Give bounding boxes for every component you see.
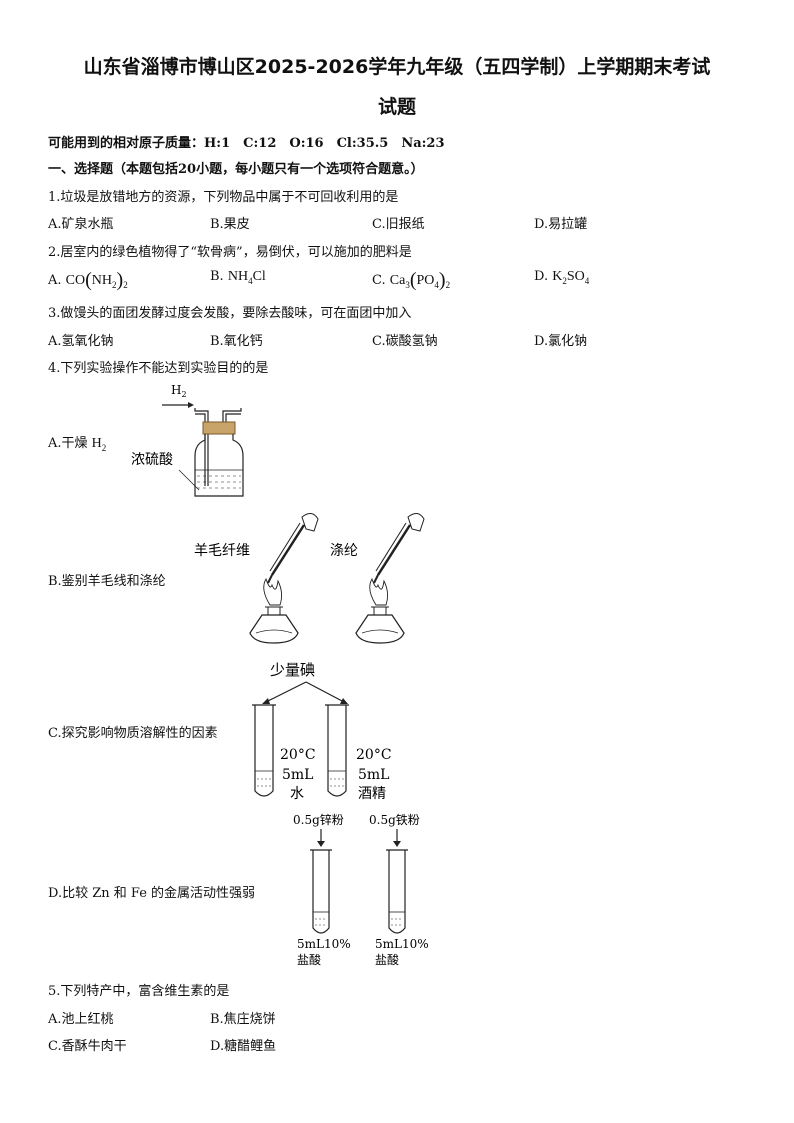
- q2-d-formula: K2SO4: [552, 269, 590, 286]
- fig-a-stopper: [202, 421, 236, 435]
- q2-option-b: B. NH4Cl: [210, 269, 266, 286]
- q2-d-prefix: D.: [534, 269, 549, 284]
- q2-a-formula: CO(NH2)2: [65, 269, 128, 291]
- q2-stem: 2.居室内的绿色植物得了“软骨病”，易倒伏，可以施加的肥料是: [48, 245, 412, 260]
- q2-c-prefix: C.: [372, 273, 386, 288]
- fig-c-right-solvent: 酒精: [358, 786, 386, 802]
- fig-a-h2-label: H2: [171, 383, 187, 399]
- figure-solubility-test: 少量碘 20°C 5mL 水 20°C 5mL 酒精: [252, 661, 392, 802]
- fig-b-right-tongs: [376, 524, 412, 576]
- q3-option-c: C.碳酸氢钠: [372, 334, 438, 349]
- fig-c-arrow-right: [305, 681, 345, 703]
- fig-b-left-tongs: [270, 524, 306, 576]
- q2-option-a: A. CO(NH2)2: [48, 269, 128, 292]
- fig-b-left-lamp: [249, 614, 299, 644]
- q4-a-gas: H: [91, 436, 102, 451]
- figure-metal-reactivity: 0.5g锌粉 0.5g铁粉 5mL10% 盐酸 5mL10% 盐酸: [293, 813, 429, 967]
- fig-b-right-hand: [407, 513, 425, 532]
- fig-d-right-tube: [388, 850, 406, 934]
- fig-a-bottle: [194, 434, 244, 497]
- q2-c-formula: Ca3(PO4)2: [389, 269, 451, 291]
- q1-stem: 1.垃圾是放错地方的资源，下列物品中属于不可回收利用的是: [48, 190, 399, 205]
- fig-a-inlet-tube: [194, 408, 209, 486]
- fig-c-left-tube: [254, 705, 274, 797]
- q2-b-prefix: B.: [210, 269, 224, 284]
- q5-option-c: C.香酥牛肉干: [48, 1039, 127, 1054]
- q3-option-a: A.氢氧化钠: [48, 334, 114, 349]
- fig-a-arrowhead: [188, 402, 194, 408]
- fig-d-left-tube: [312, 850, 330, 934]
- q3-option-d: D.氯化钠: [534, 334, 588, 349]
- q1-option-d: D.易拉罐: [534, 217, 588, 232]
- figure-drying-bottle: H2 浓硫酸: [131, 383, 244, 497]
- fig-b-left-set: [249, 513, 319, 644]
- fig-d-left-top: 0.5g锌粉: [293, 813, 344, 827]
- fig-c-arrow-left: [265, 681, 307, 703]
- fig-b-left-label: 羊毛纤维: [194, 543, 250, 559]
- fig-c-left-vol: 5mL: [282, 767, 313, 783]
- fig-d-right-top: 0.5g铁粉: [369, 813, 420, 827]
- fig-c-left-solvent: 水: [290, 786, 304, 802]
- fig-d-right-bottom2: 盐酸: [375, 952, 399, 967]
- q4-option-a: A.干燥 H2: [48, 432, 106, 453]
- fig-a-outlet-tube: [222, 408, 242, 428]
- fig-c-left-temp: 20°C: [280, 747, 316, 763]
- q5-stem: 5.下列特产中，富含维生素的是: [48, 984, 230, 999]
- fig-b-left-hand: [301, 513, 319, 532]
- fig-d-left-bottom2: 盐酸: [297, 952, 321, 967]
- fig-d-left-bottom1: 5mL10%: [297, 937, 351, 951]
- section-heading: 一、选择题（本题包括20小题，每小题只有一个选项符合题意。）: [48, 162, 424, 177]
- fig-a-liquid-label: 浓硫酸: [131, 452, 173, 468]
- q3-option-b: B.氧化钙: [210, 334, 263, 349]
- figure-burning-test: 羊毛纤维 涤纶: [194, 513, 425, 644]
- q4-option-c: C.探究影响物质溶解性的因素: [48, 726, 218, 741]
- q4-option-d: D.比较 Zn 和 Fe 的金属活动性强弱: [48, 886, 256, 901]
- q2-a-prefix: A.: [48, 273, 62, 288]
- q1-option-a: A.矿泉水瓶: [48, 217, 114, 232]
- q1-option-b: B.果皮: [210, 217, 250, 232]
- fig-b-right-label: 涤纶: [330, 543, 358, 559]
- q5-option-d: D.糖醋鲤鱼: [210, 1039, 277, 1054]
- q2-option-d: D. K2SO4: [534, 269, 589, 286]
- q1-option-c: C.旧报纸: [372, 217, 425, 232]
- fig-b-right-flame: [369, 577, 389, 606]
- exam-title-line1: 山东省淄博市博山区2025-2026学年九年级（五四学制）上学期期末考试: [83, 56, 711, 78]
- q4-a-formula: H2: [91, 436, 107, 453]
- fig-b-right-lamp: [355, 614, 405, 644]
- fig-d-right-bottom1: 5mL10%: [375, 937, 429, 951]
- q3-stem: 3.做馒头的面团发酵过度会发酸，要除去酸味，可在面团中加入: [48, 306, 412, 321]
- fig-c-right-tube: [327, 705, 347, 797]
- atomic-masses: 可能用到的相对原子质量：H:1 C:12 O:16 Cl:35.5 Na:23: [48, 136, 445, 151]
- fig-b-right-set: [355, 513, 425, 644]
- q5-option-a: A.池上红桃: [48, 1012, 114, 1027]
- q5-option-b: B.焦庄烧饼: [210, 1012, 276, 1027]
- q4-option-b: B.鉴别羊毛线和涤纶: [48, 574, 166, 589]
- q2-option-c: C. Ca3(PO4)2: [372, 269, 450, 292]
- q2-b-formula: NH4Cl: [227, 269, 266, 286]
- q4-a-text: A.干燥: [48, 436, 88, 451]
- q4-stem: 4.下列实验操作不能达到实验目的的是: [48, 361, 269, 376]
- fig-c-right-temp: 20°C: [356, 747, 392, 763]
- fig-c-top-label: 少量碘: [270, 661, 315, 679]
- fig-b-left-flame: [263, 577, 283, 606]
- fig-c-right-vol: 5mL: [358, 767, 389, 783]
- exam-title-line2: 试题: [377, 96, 416, 118]
